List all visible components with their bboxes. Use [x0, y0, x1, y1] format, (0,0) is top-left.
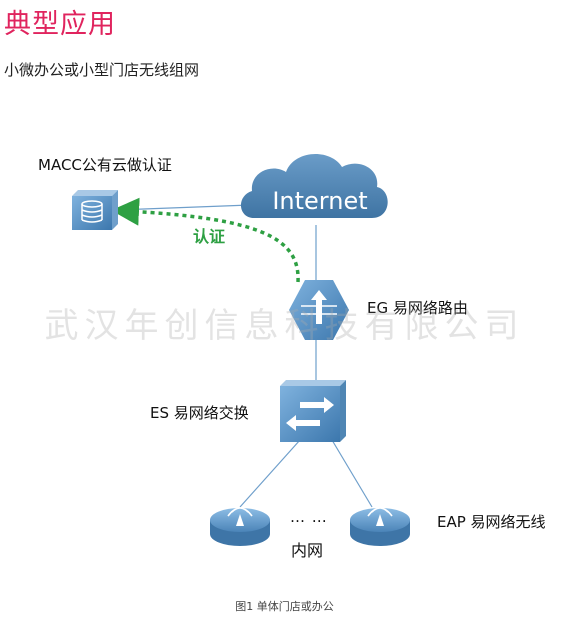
eap-wireless-label: EAP 易网络无线 — [437, 513, 546, 531]
server-icon — [72, 190, 118, 230]
es-ap-left-link — [239, 439, 301, 508]
access-point-icon — [350, 507, 410, 546]
internet-label: Internet — [272, 187, 368, 215]
figure-caption: 图1 单体门店或办公 — [235, 600, 334, 613]
ellipsis-label: … … — [290, 508, 328, 526]
macc-internet-link — [117, 204, 251, 211]
watermark: 武汉年创信息科技有限公司 — [44, 306, 525, 346]
auth-label: 认证 — [193, 227, 226, 246]
macc-label: MACC公有云做认证 — [38, 156, 172, 174]
cloud-icon — [240, 154, 388, 218]
lan-label: 内网 — [291, 541, 324, 560]
es-switch-label: ES 易网络交换 — [150, 404, 249, 422]
router-icon — [289, 280, 349, 340]
es-ap-right-link — [331, 439, 373, 508]
eg-router-label: EG 易网络路由 — [367, 299, 468, 317]
connection-lines — [117, 204, 373, 508]
access-point-icon — [210, 507, 270, 546]
switch-icon — [280, 380, 346, 442]
page-title: 典型应用 — [4, 9, 116, 40]
page-subtitle: 小微办公或小型门店无线组网 — [4, 61, 200, 79]
